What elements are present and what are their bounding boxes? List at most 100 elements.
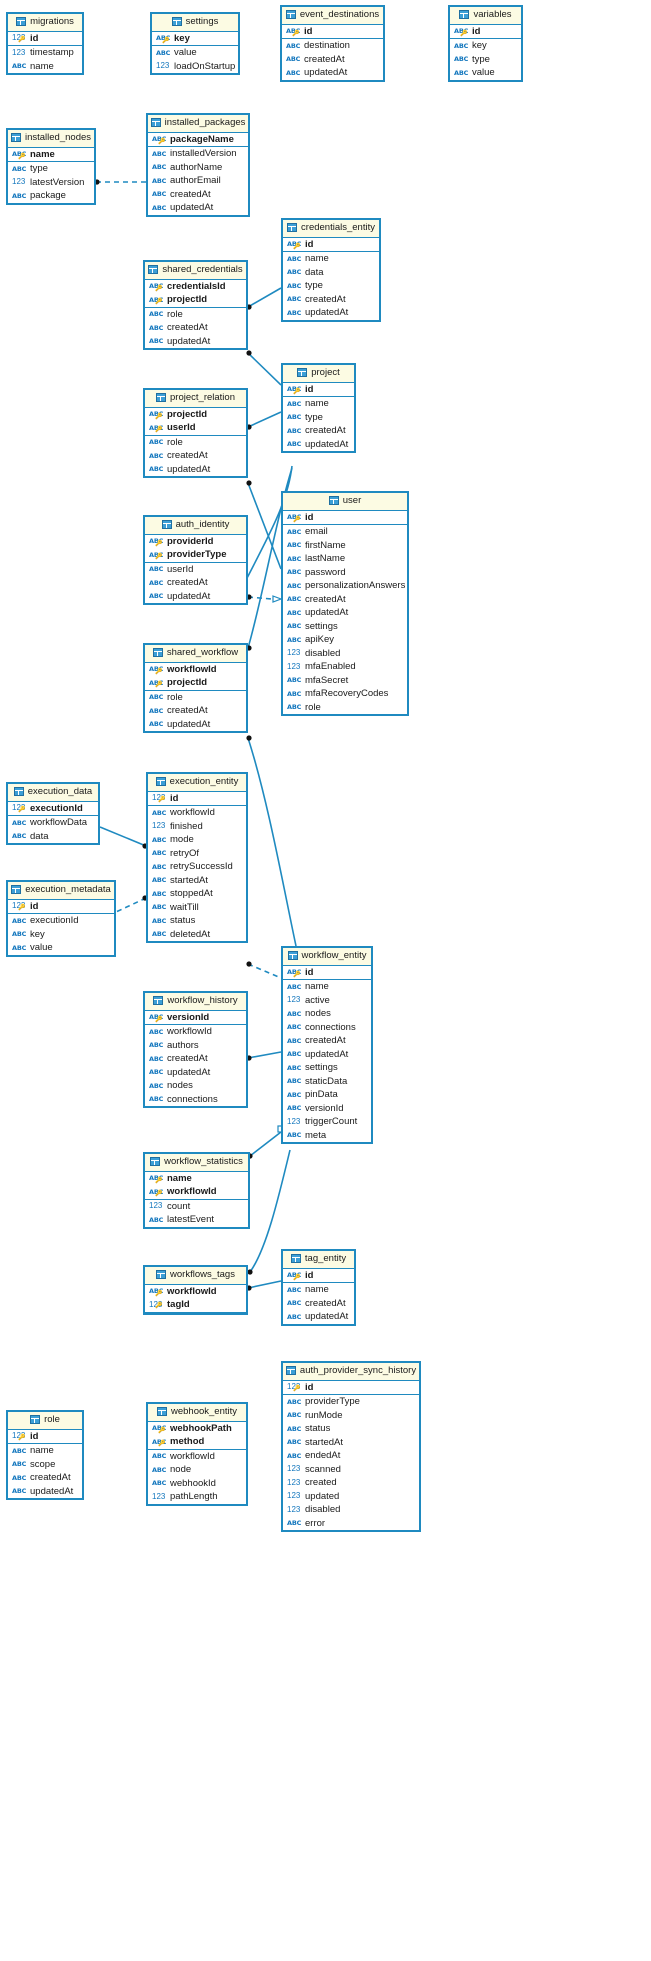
string-type-icon: ABC bbox=[12, 1446, 27, 1455]
entity-workflow_statistics[interactable]: workflow_statisticsABCnameABCworkflowId1… bbox=[143, 1152, 250, 1229]
entity-title: auth_identity bbox=[145, 517, 246, 535]
attribute-name: node bbox=[170, 1464, 192, 1475]
entity-shared_workflow[interactable]: shared_workflowABCworkflowIdABCprojectId… bbox=[143, 643, 248, 733]
string-type-icon: ABC bbox=[156, 48, 171, 57]
entity-role[interactable]: role123idABCnameABCscopeABCcreatedAtABCu… bbox=[6, 1410, 84, 1500]
attribute-name: name bbox=[30, 60, 54, 72]
entity-name-label: installed_packages bbox=[164, 117, 246, 128]
pk-attribute-row: ABCprojectId bbox=[145, 408, 246, 422]
string-type-icon: ABC bbox=[286, 41, 301, 50]
string-type-icon: ABC bbox=[149, 666, 164, 674]
entity-event_destinations[interactable]: event_destinationsABCidABCdestinationABC… bbox=[280, 5, 385, 82]
string-type-icon: ABC bbox=[287, 399, 302, 408]
attribute-name: name bbox=[30, 1445, 54, 1456]
primary-key-group: ABCprojectIdABCuserId bbox=[145, 408, 246, 436]
string-type-icon: ABC bbox=[454, 68, 469, 77]
attribute-name: key bbox=[472, 40, 487, 51]
entity-variables[interactable]: variablesABCidABCkeyABCtypeABCvalue bbox=[448, 5, 523, 82]
attribute-name: method bbox=[170, 1436, 205, 1447]
attribute-name: destination bbox=[304, 40, 350, 51]
entity-webhook_entity[interactable]: webhook_entityABCwebhookPathABCmethodABC… bbox=[146, 1402, 248, 1506]
attribute-name: data bbox=[30, 830, 49, 842]
attribute-name: workflowId bbox=[167, 663, 217, 675]
entity-workflow_entity[interactable]: workflow_entityABCidABCname123activeABCn… bbox=[281, 946, 373, 1144]
string-type-icon: ABC bbox=[287, 1104, 302, 1112]
attribute-name: role bbox=[167, 691, 183, 703]
entity-project_relation[interactable]: project_relationABCprojectIdABCuserIdABC… bbox=[143, 388, 248, 478]
entity-user[interactable]: userABCidABCemailABCfirstNameABClastName… bbox=[281, 491, 409, 716]
string-type-icon: ABC bbox=[152, 930, 167, 938]
entity-settings[interactable]: settingsABCkeyABCvalue123loadOnStartup bbox=[150, 12, 240, 75]
entity-execution_data[interactable]: execution_data123executionIdABCworkflowD… bbox=[6, 782, 100, 845]
entity-migrations[interactable]: migrations123id123timestampABCname bbox=[6, 12, 84, 75]
table-icon bbox=[155, 777, 166, 787]
entity-title: workflow_history bbox=[145, 993, 246, 1011]
string-type-icon: ABC bbox=[287, 1285, 302, 1294]
string-type-icon: ABC bbox=[454, 28, 469, 36]
attribute-name: authorEmail bbox=[170, 175, 221, 186]
attribute-name: id bbox=[30, 1430, 39, 1442]
entity-execution_metadata[interactable]: execution_metadata123idABCexecutionIdABC… bbox=[6, 880, 116, 957]
entity-title: auth_provider_sync_history bbox=[283, 1363, 419, 1381]
string-type-icon: ABC bbox=[287, 527, 302, 536]
attribute-name: updatedAt bbox=[167, 463, 211, 475]
attribute-name: providerType bbox=[305, 1396, 360, 1407]
number-type-icon: 123 bbox=[287, 1464, 301, 1474]
attribute-name: scope bbox=[30, 1458, 56, 1470]
string-type-icon: ABC bbox=[287, 581, 302, 590]
attribute-name: triggerCount bbox=[305, 1116, 358, 1127]
string-type-icon: ABC bbox=[287, 295, 302, 303]
entity-title: workflow_entity bbox=[283, 948, 371, 966]
attribute-name: updatedAt bbox=[167, 335, 211, 347]
primary-key-group: ABCid bbox=[283, 383, 354, 397]
entity-credentials_entity[interactable]: credentials_entityABCidABCnameABCdataABC… bbox=[281, 218, 381, 322]
entity-tag_entity[interactable]: tag_entityABCidABCnameABCcreatedAtABCupd… bbox=[281, 1249, 356, 1326]
entity-auth_provider_sync_history[interactable]: auth_provider_sync_history123idABCprovid… bbox=[281, 1361, 421, 1532]
entity-installed_nodes[interactable]: installed_nodesABCnameABCtype123latestVe… bbox=[6, 128, 96, 205]
entity-name-label: shared_workflow bbox=[166, 647, 239, 658]
string-type-icon: ABC bbox=[287, 1451, 302, 1460]
pk-attribute-row: ABCid bbox=[283, 1269, 354, 1283]
entity-workflow_history[interactable]: workflow_historyABCversionIdABCworkflowI… bbox=[143, 991, 248, 1108]
string-type-icon: ABC bbox=[149, 1014, 164, 1022]
string-type-icon: ABC bbox=[149, 283, 164, 291]
pk-attribute-row: ABCid bbox=[283, 383, 354, 397]
entity-shared_credentials[interactable]: shared_credentialsABCcredentialsIdABCpro… bbox=[143, 260, 248, 350]
string-type-icon: ABC bbox=[149, 565, 164, 573]
entity-auth_identity[interactable]: auth_identityABCproviderIdABCproviderTyp… bbox=[143, 515, 248, 605]
entity-workflows_tags[interactable]: workflows_tagsABCworkflowId123tagId bbox=[143, 1265, 248, 1315]
entity-installed_packages[interactable]: installed_packagesABCpackageNameABCinsta… bbox=[146, 113, 250, 217]
string-type-icon: ABC bbox=[149, 706, 164, 715]
primary-key-group: 123executionId bbox=[8, 802, 98, 816]
entity-project[interactable]: projectABCidABCnameABCtypeABCcreatedAtAB… bbox=[281, 363, 356, 453]
entity-execution_entity[interactable]: execution_entity123idABCworkflowId123fin… bbox=[146, 772, 248, 943]
table-icon bbox=[297, 368, 308, 378]
